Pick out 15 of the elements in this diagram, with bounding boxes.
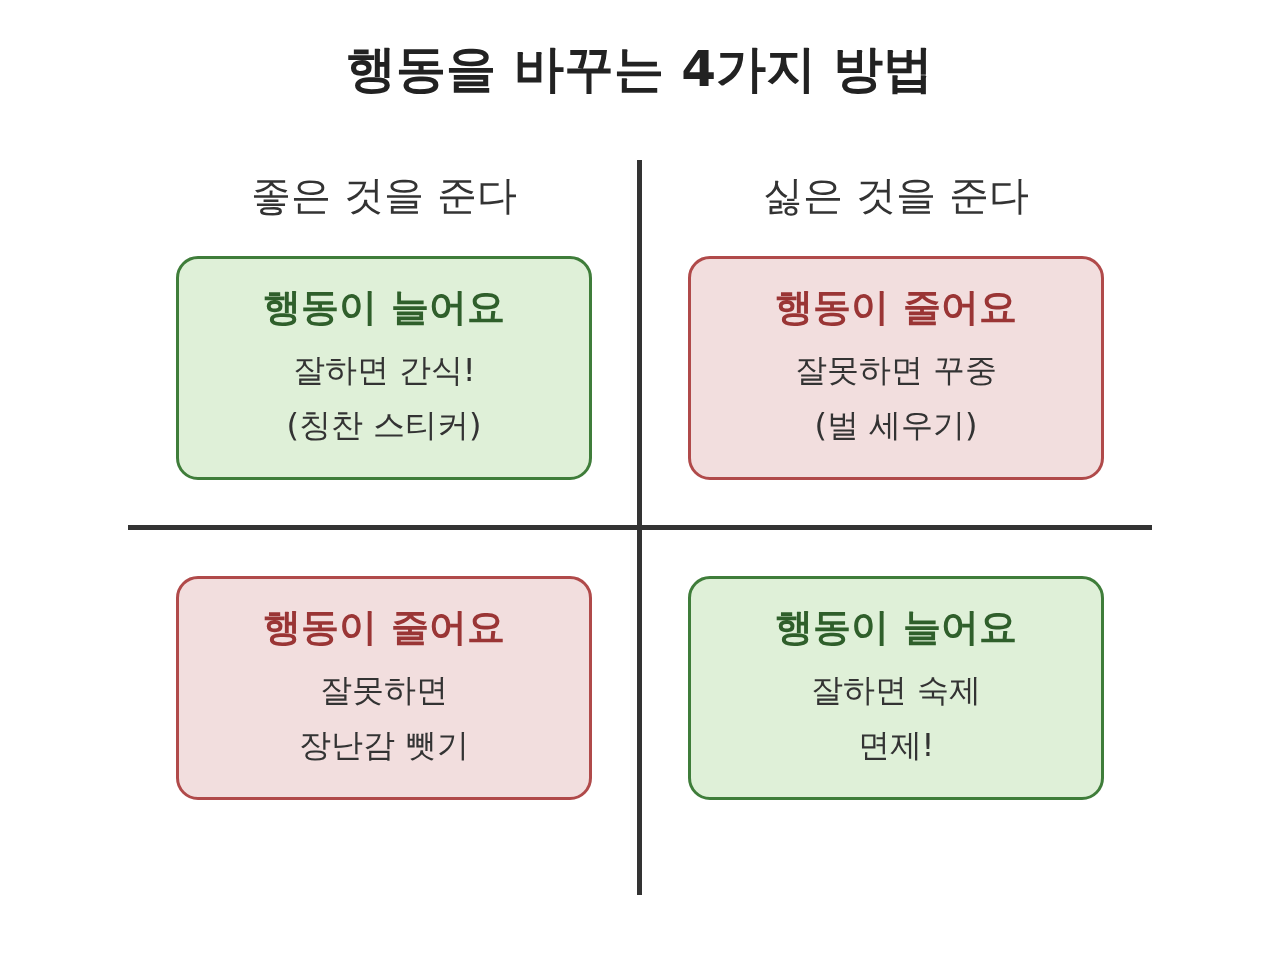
card-heading: 행동이 늘어요 <box>263 283 505 331</box>
card-heading: 행동이 줄어요 <box>775 283 1017 331</box>
column-header: 좋은 것을 준다 <box>250 171 518 220</box>
card-text: 잘못하면 장난감 뺏기 <box>297 670 471 766</box>
card-text: 잘하면 숙제 면제! <box>809 670 983 766</box>
card-heading: 행동이 줄어요 <box>263 603 505 651</box>
card-text: 잘하면 간식! (칭찬 스티커) <box>285 350 483 446</box>
quadrant-card <box>176 576 592 800</box>
column-header: 싫은 것을 준다 <box>762 171 1030 220</box>
quadrant-card <box>176 256 592 480</box>
quadrant-card <box>688 256 1104 480</box>
card-text: 잘못하면 꾸중 (벌 세우기) <box>793 350 999 446</box>
card-heading: 행동이 늘어요 <box>775 603 1017 651</box>
title: 행동을 바꾸는 4가지 방법 <box>345 39 935 100</box>
quadrant-card <box>688 576 1104 800</box>
